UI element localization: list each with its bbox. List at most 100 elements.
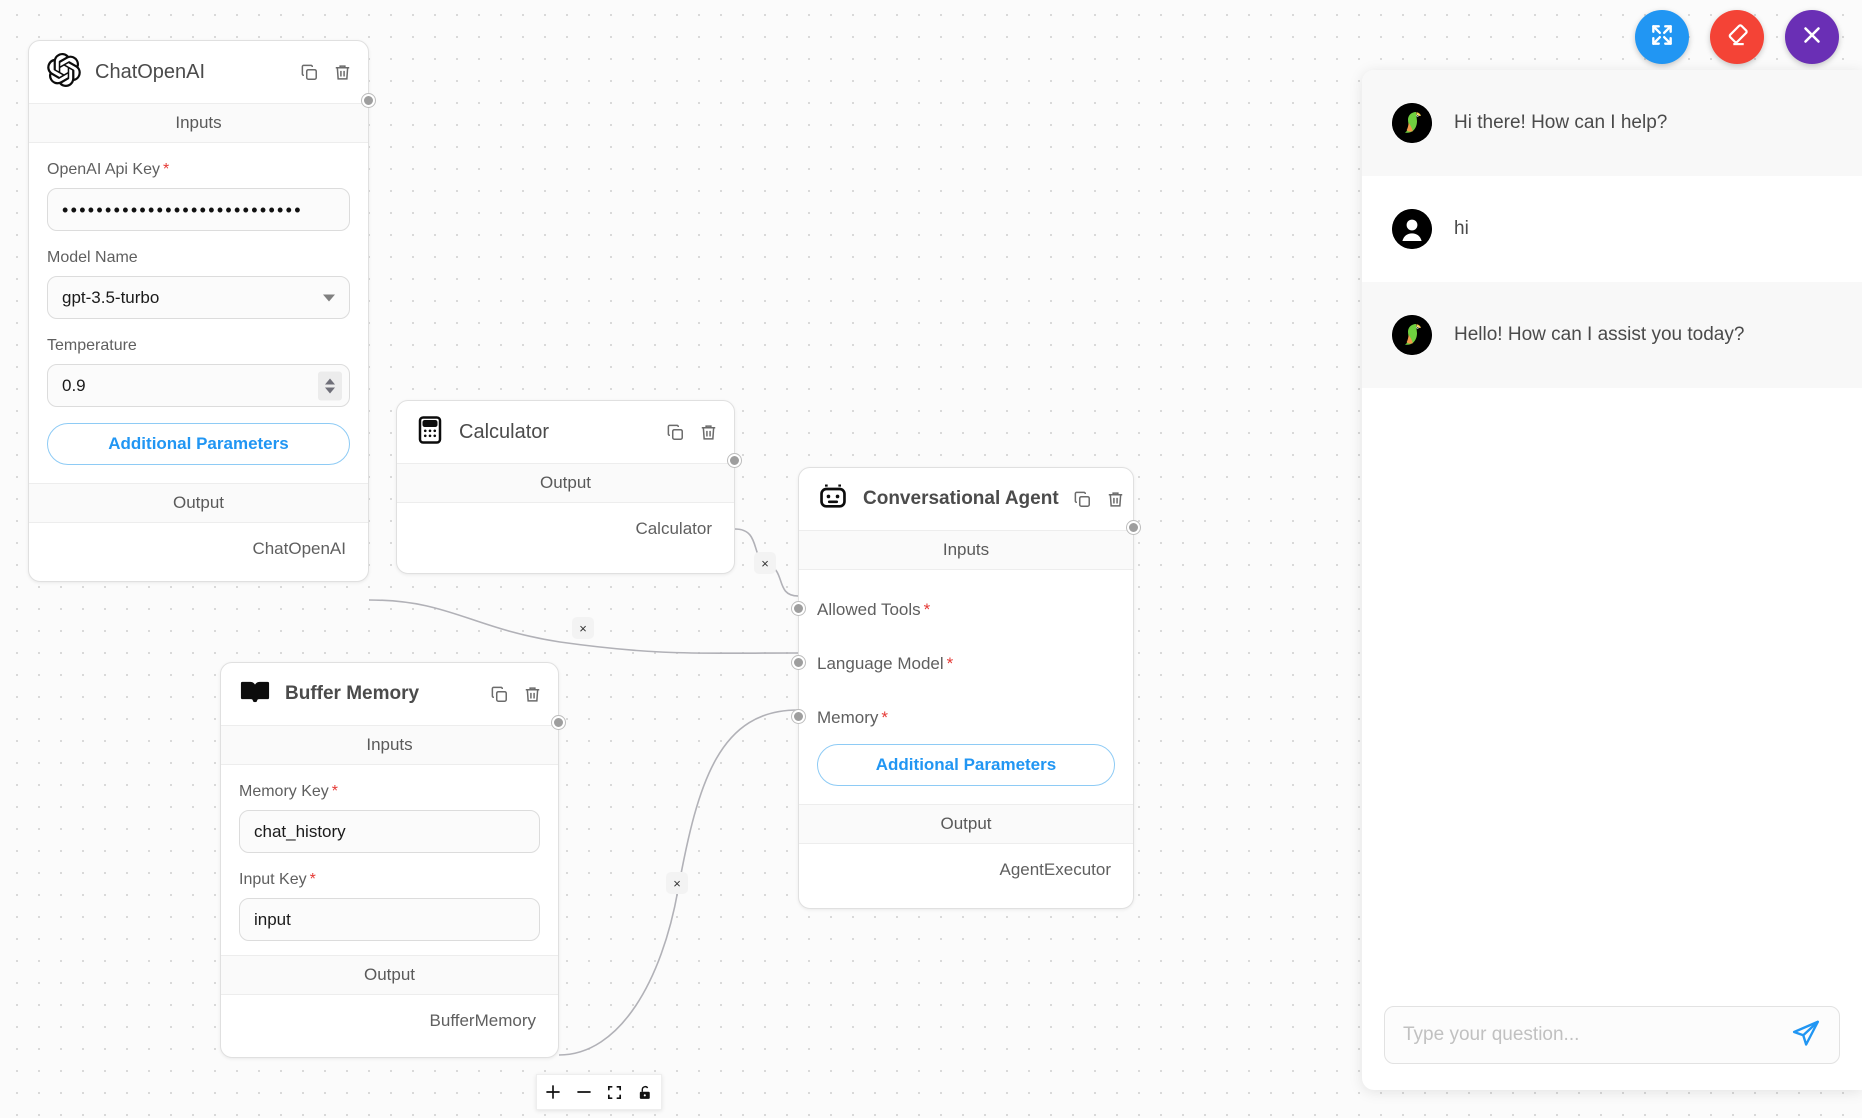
model-name-select[interactable]: gpt-3.5-turbo <box>47 276 350 319</box>
close-chat-button[interactable] <box>1785 10 1839 64</box>
node-buffer-memory[interactable]: Buffer Memory Inputs Memory Key* <box>220 662 565 1058</box>
zoom-toolbar[interactable] <box>536 1074 662 1110</box>
input-anchor-allowed-tools[interactable] <box>792 602 805 615</box>
output-section-label: Output <box>29 483 368 523</box>
chat-message: Hello! How can I assist you today? <box>1362 282 1862 388</box>
duplicate-icon[interactable] <box>300 63 319 82</box>
field-input-key: Input Key* input <box>221 871 558 955</box>
node-header: Conversational Agent <box>799 468 1133 530</box>
zoom-in-button[interactable] <box>537 1075 568 1109</box>
chevron-down-icon[interactable] <box>323 294 335 301</box>
output-name: Calculator <box>635 519 712 538</box>
field-openai-api-key: OpenAI Api Key* ••••••••••••••••••••••••… <box>29 161 368 231</box>
temperature-input[interactable]: 0.9 <box>47 364 350 407</box>
chat-message: Hi there! How can I help? <box>1362 70 1862 176</box>
delete-icon[interactable] <box>523 685 542 704</box>
zoom-out-button[interactable] <box>568 1075 599 1109</box>
field-temperature: Temperature 0.9 <box>29 337 368 407</box>
node-header: Buffer Memory <box>221 663 558 725</box>
memory-key-input[interactable]: chat_history <box>239 810 540 853</box>
model-name-value: gpt-3.5-turbo <box>62 287 160 307</box>
book-icon <box>239 676 271 713</box>
eraser-icon <box>1724 22 1750 53</box>
node-title: ChatOpenAI <box>95 60 206 83</box>
output-anchor-agentexecutor[interactable] <box>1127 521 1140 534</box>
chat-message-text: Hello! How can I assist you today? <box>1454 324 1745 346</box>
input-label: Language Model <box>817 654 944 673</box>
node-title: Calculator <box>459 420 550 443</box>
clear-chat-button[interactable] <box>1710 10 1764 64</box>
node-header: ChatOpenAI <box>29 41 368 103</box>
input-label: Allowed Tools <box>817 600 921 619</box>
delete-icon[interactable] <box>699 423 718 442</box>
input-key-value: input <box>254 909 291 929</box>
node-header: Calculator <box>397 401 734 463</box>
close-icon <box>1799 22 1825 53</box>
chat-panel[interactable]: Hi there! How can I help? hi <box>1362 70 1862 1090</box>
chat-input-box[interactable] <box>1384 1006 1840 1064</box>
output-section-label: Output <box>221 955 558 995</box>
field-label: Memory Key* <box>239 783 339 800</box>
node-chatopenai[interactable]: ChatOpenAI Inputs OpenAI Api Key* <box>28 40 375 582</box>
inputs-section-label: Inputs <box>799 530 1133 570</box>
output-row: AgentExecutor <box>799 521 1140 908</box>
field-memory-key: Memory Key* chat_history <box>221 783 558 853</box>
output-row: BufferMemory <box>221 716 565 1057</box>
chat-message: hi <box>1362 176 1862 282</box>
send-icon[interactable] <box>1791 1018 1821 1053</box>
field-label: Model Name <box>47 249 138 266</box>
input-label: Memory <box>817 708 879 727</box>
lock-button[interactable] <box>630 1075 661 1109</box>
input-anchor-memory[interactable] <box>792 710 805 723</box>
field-label: Temperature <box>47 337 137 354</box>
field-label: OpenAI Api Key* <box>47 161 170 178</box>
node-title: Buffer Memory <box>285 683 420 704</box>
temperature-value: 0.9 <box>62 375 86 395</box>
memory-key-value: chat_history <box>254 821 346 841</box>
expand-icon <box>1649 22 1675 53</box>
chat-message-list: Hi there! How can I help? hi <box>1362 70 1862 988</box>
robot-icon <box>817 481 849 518</box>
output-name: BufferMemory <box>429 1011 536 1030</box>
delete-edge-buffermemory[interactable]: × <box>666 872 688 894</box>
chat-message-text: hi <box>1454 218 1469 240</box>
input-anchor-language-model[interactable] <box>792 656 805 669</box>
output-anchor-calculator[interactable] <box>728 454 741 467</box>
output-name: AgentExecutor <box>999 860 1111 879</box>
input-allowed-tools: Allowed Tools* <box>792 600 1133 620</box>
stepper-up-icon[interactable] <box>325 378 335 384</box>
user-avatar <box>1392 209 1432 249</box>
fit-view-button[interactable] <box>599 1075 630 1109</box>
chat-question-input[interactable] <box>1403 1024 1791 1046</box>
node-calculator[interactable]: Calculator Output Calculator <box>396 400 741 574</box>
input-language-model: Language Model* <box>792 654 1133 674</box>
expand-chat-button[interactable] <box>1635 10 1689 64</box>
delete-icon[interactable] <box>1106 490 1125 509</box>
openai-api-key-input[interactable]: •••••••••••••••••••••••••••• <box>47 188 350 231</box>
stepper-down-icon[interactable] <box>325 387 335 393</box>
number-stepper[interactable] <box>318 371 342 400</box>
input-key-input[interactable]: input <box>239 898 540 941</box>
duplicate-icon[interactable] <box>1073 490 1092 509</box>
additional-parameters-button[interactable]: Additional Parameters <box>817 744 1115 786</box>
output-row: ChatOpenAI <box>29 94 375 581</box>
additional-parameters-button[interactable]: Additional Parameters <box>47 423 350 465</box>
delete-icon[interactable] <box>333 63 352 82</box>
output-name: ChatOpenAI <box>252 539 346 558</box>
parrot-avatar <box>1392 103 1432 143</box>
field-label: Input Key* <box>239 871 316 888</box>
input-memory: Memory* <box>792 708 1133 728</box>
output-section-label: Output <box>799 804 1133 844</box>
delete-edge-calculator[interactable]: × <box>754 552 776 574</box>
output-anchor-buffermemory[interactable] <box>552 716 565 729</box>
duplicate-icon[interactable] <box>490 685 509 704</box>
output-section-label: Output <box>397 463 734 503</box>
delete-edge-chatopenai[interactable]: × <box>572 617 594 639</box>
output-anchor-chatopenai[interactable] <box>362 94 375 107</box>
node-conversational-agent[interactable]: Conversational Agent Inputs Allowed Tool… <box>792 467 1140 909</box>
chat-message-text: Hi there! How can I help? <box>1454 112 1668 134</box>
output-row: Calculator <box>397 454 741 573</box>
duplicate-icon[interactable] <box>666 423 685 442</box>
chat-input-area <box>1362 988 1862 1090</box>
